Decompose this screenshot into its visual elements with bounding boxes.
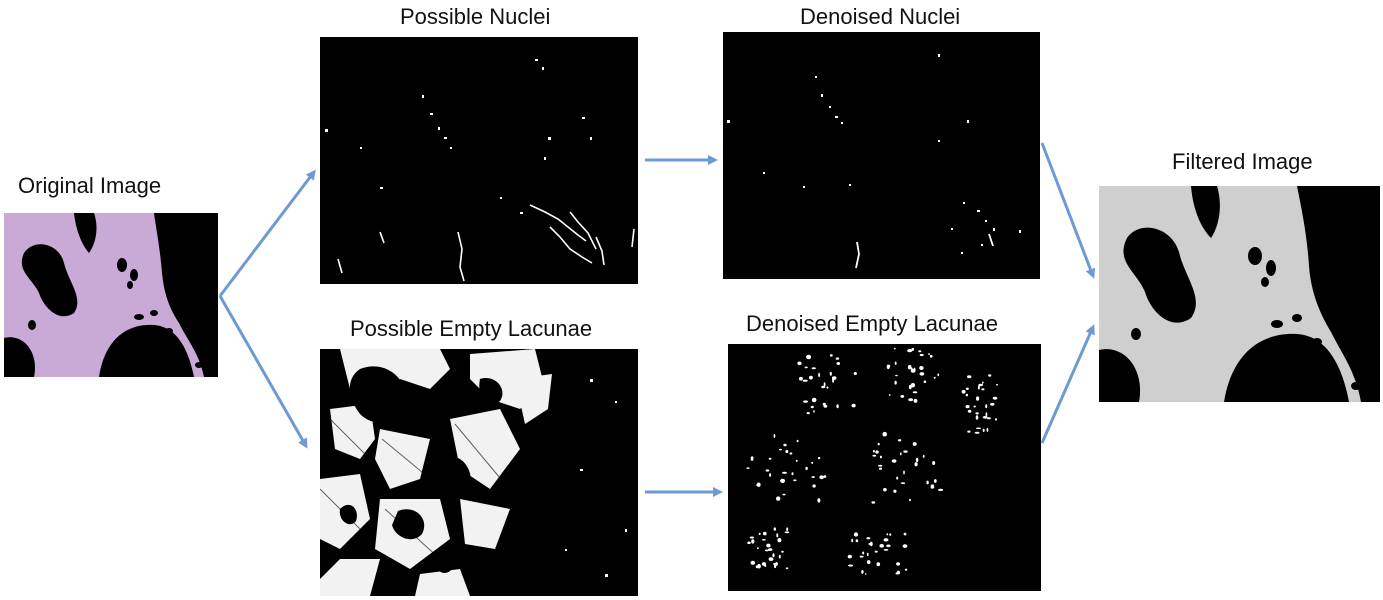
denoised-nuclei-graphic (727, 54, 1021, 269)
possible-empty-lacunae-panel (320, 349, 638, 596)
original-image-panel (4, 213, 218, 377)
original-tissue-graphic (4, 213, 218, 377)
denoised-lacunae-graphic (746, 347, 998, 575)
arrow-denoised-nuclei-to-filtered (1040, 142, 1096, 279)
denoised-empty-lacunae-label: Denoised Empty Lacunae (746, 311, 998, 336)
filtered-tissue-graphic (1099, 186, 1380, 402)
possible-nuclei-label: Possible Nuclei (400, 4, 551, 29)
denoised-nuclei-label: Denoised Nuclei (800, 4, 961, 29)
possible-nuclei-panel (320, 37, 638, 284)
arrow-denoised-lacunae-to-filtered (1040, 324, 1095, 444)
original-image-label: Original Image (18, 173, 162, 198)
possible-empty-lacunae-label: Possible Empty Lacunae (350, 316, 593, 341)
filtered-image-panel (1099, 186, 1380, 402)
denoised-empty-lacunae-panel (728, 344, 1041, 591)
possible-nuclei-graphic (325, 59, 635, 282)
filtered-image-label: Filtered Image (1172, 149, 1313, 174)
denoised-nuclei-panel (723, 32, 1040, 279)
possible-lacunae-graphic (320, 349, 627, 596)
arrow-original-to-possible-lacunae (218, 295, 308, 449)
arrow-original-to-possible-nuclei (218, 169, 316, 297)
